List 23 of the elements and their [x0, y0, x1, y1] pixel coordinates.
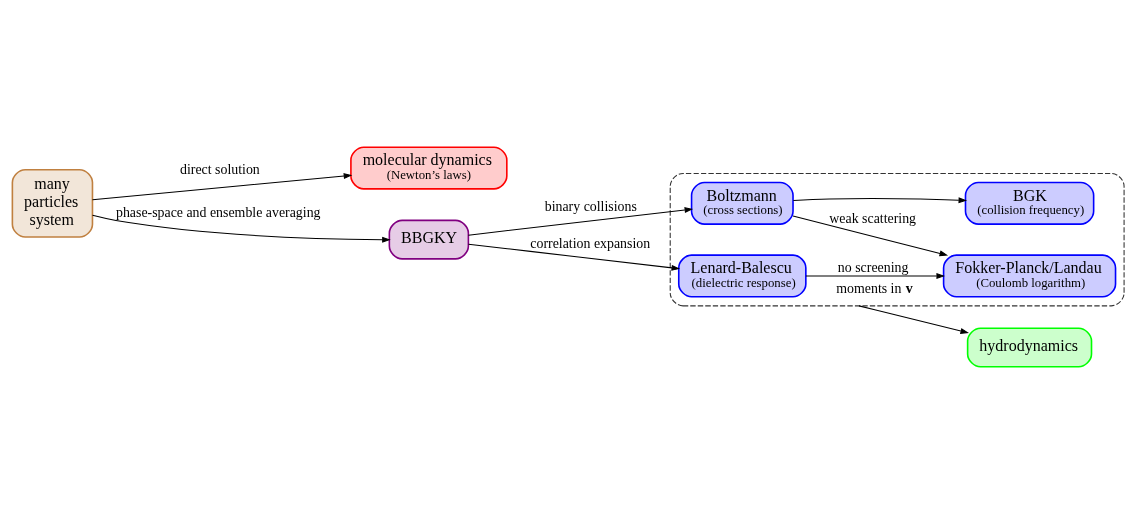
node-box: Boltzmann (cross sections) — [690, 181, 794, 225]
edge-label: binary collisions — [544, 199, 637, 215]
arrow — [792, 215, 949, 257]
node-box: BGK (collision frequency) — [964, 181, 1095, 225]
node-box: Lenard-Balescu (dielectric response) — [677, 254, 807, 298]
arrow — [467, 206, 694, 236]
edge-label: phase-space and ensemble averaging — [115, 204, 321, 220]
arrow — [792, 197, 968, 204]
node-box: Fokker-Planck/Landau (Coulomb logarithm) — [942, 254, 1117, 298]
edge-label: no screening — [837, 260, 909, 276]
edge-label: direct solution — [180, 161, 260, 177]
arrow — [858, 305, 969, 334]
edge-label: correlation expansion — [530, 235, 651, 251]
node-box: molecular dynamics (Newton’s laws) — [350, 146, 508, 190]
node-box: BBGKY — [388, 219, 470, 260]
arrow — [91, 173, 353, 201]
node-box: hydrodynamics — [966, 327, 1093, 368]
arrow — [92, 214, 391, 243]
arrow — [805, 272, 945, 279]
edge-label: weak scattering — [829, 210, 917, 226]
edge-label: moments in v — [836, 281, 913, 297]
node-box: many particles system — [11, 168, 94, 238]
arrow — [468, 243, 681, 271]
